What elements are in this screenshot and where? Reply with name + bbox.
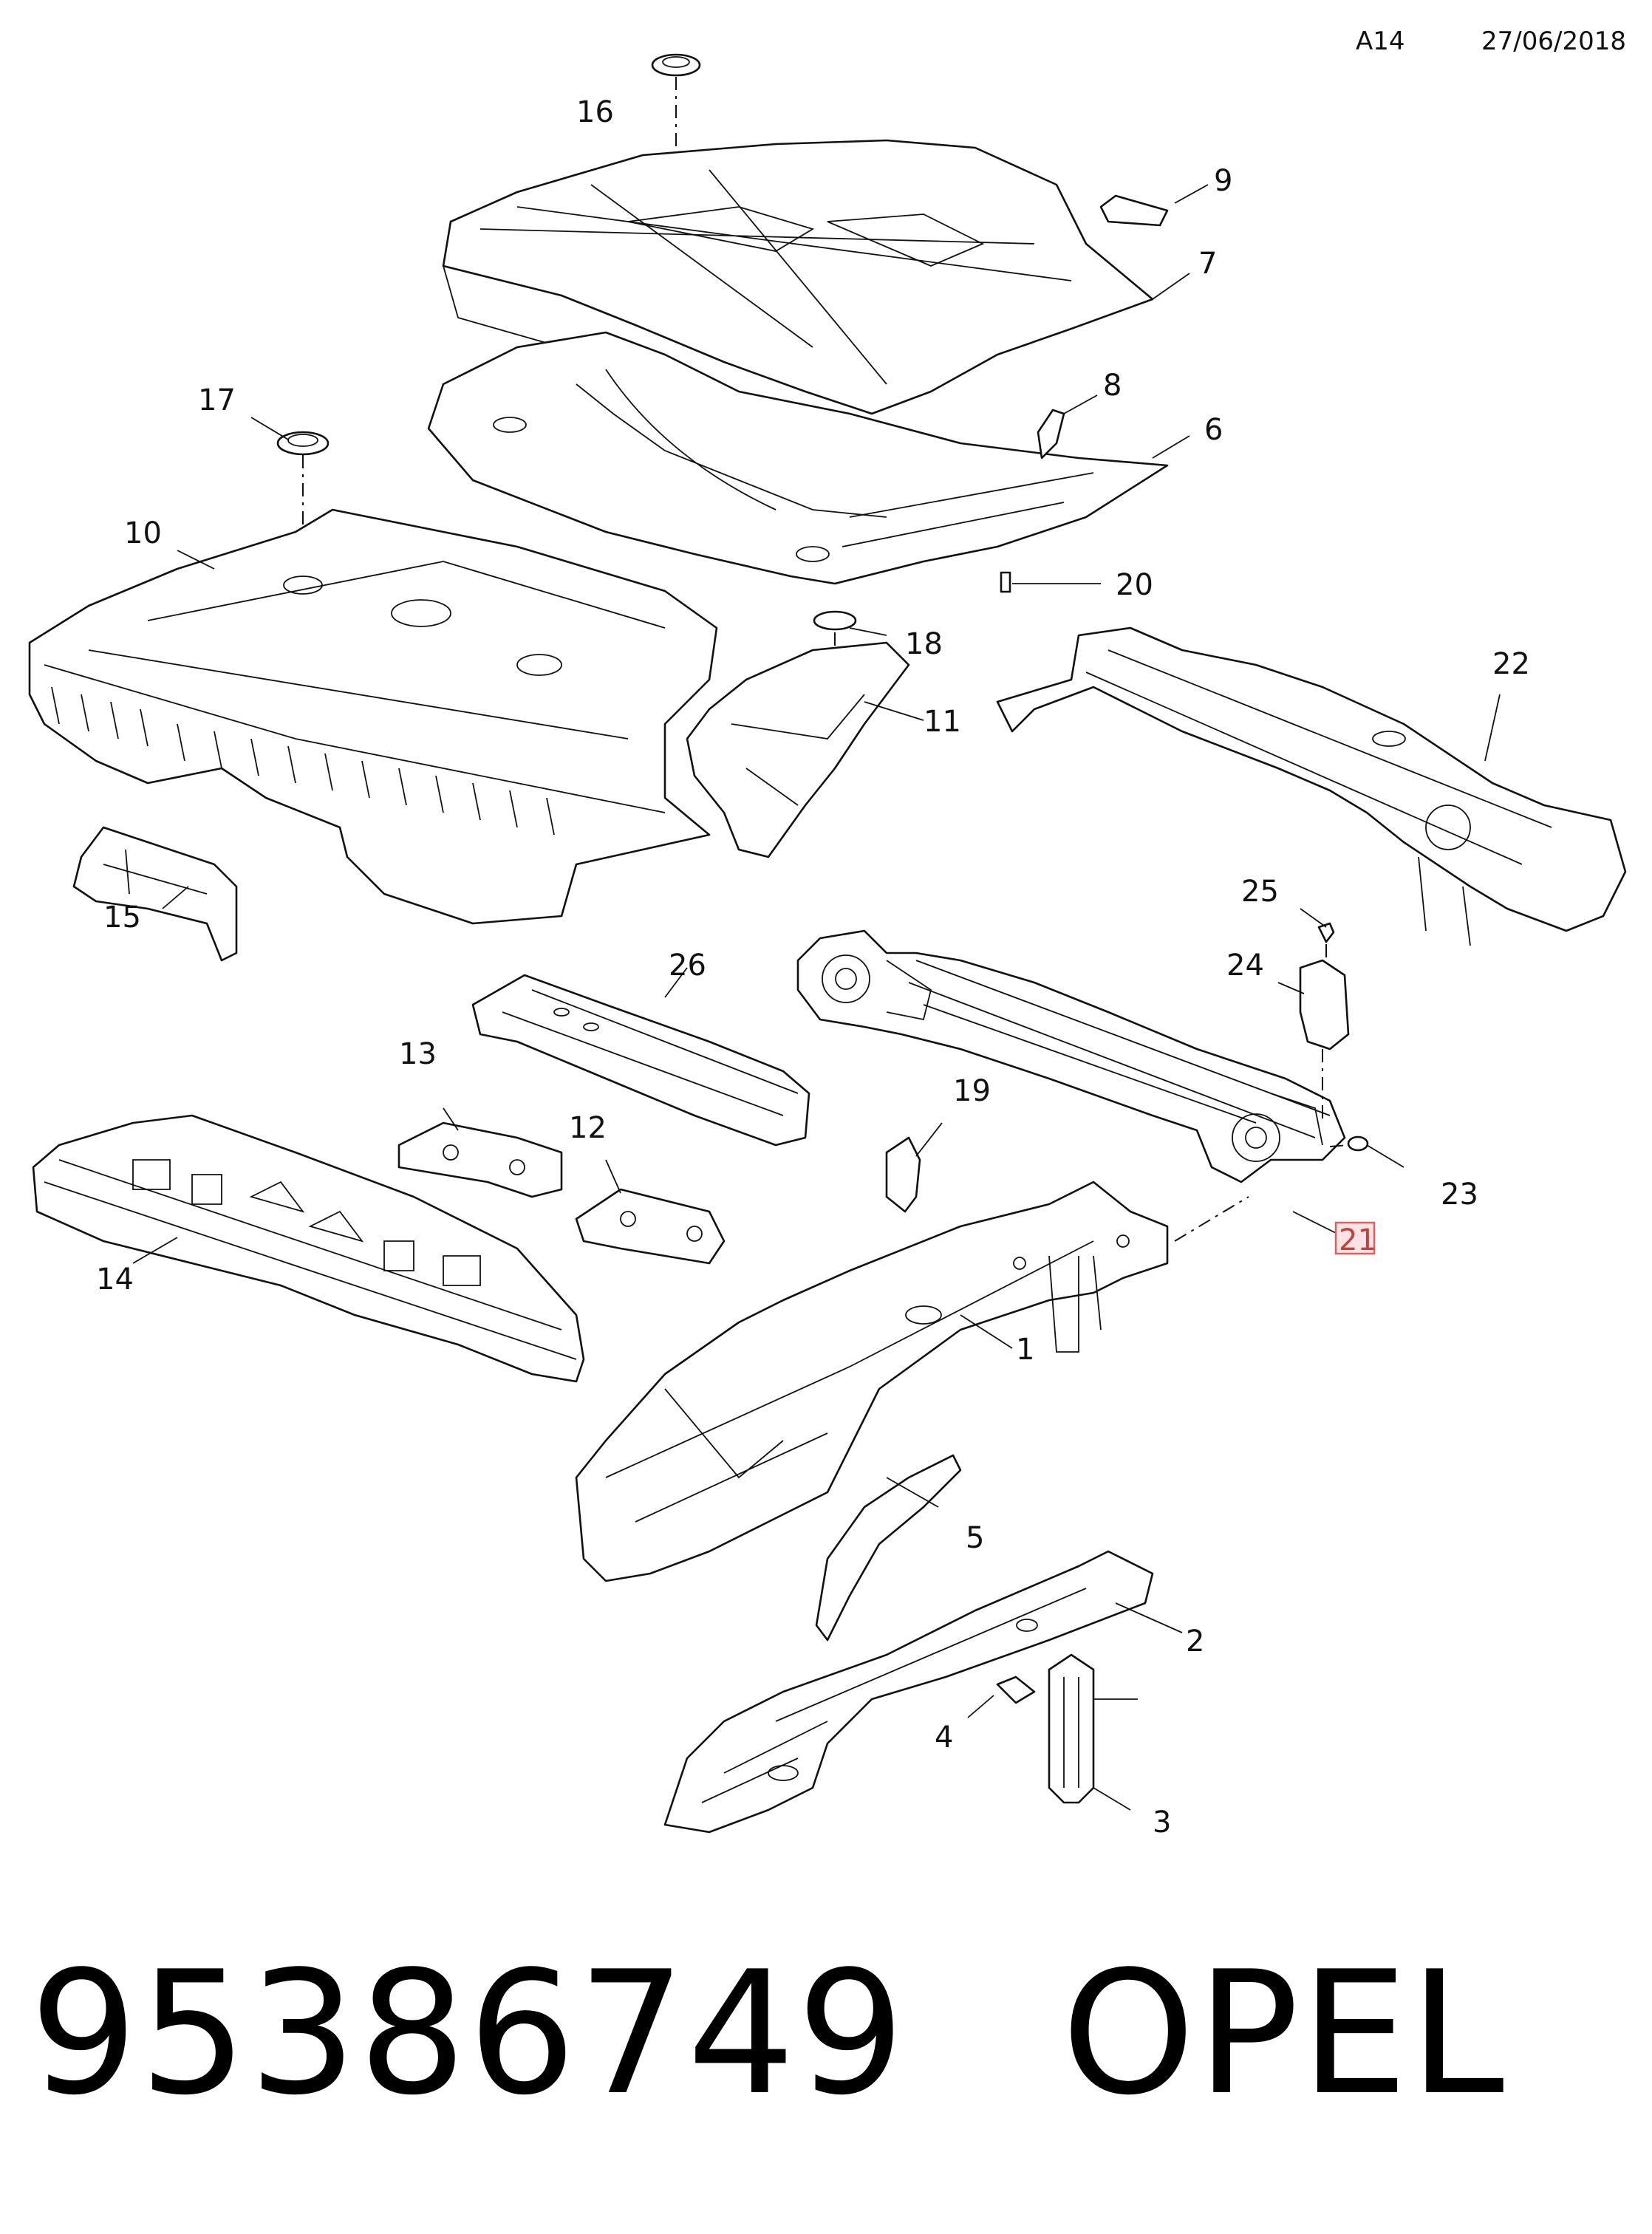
- callout-22: 22: [1492, 647, 1530, 681]
- leader-lines: [132, 184, 1501, 1811]
- part-10-rear-floor-panel: [28, 508, 718, 925]
- sheet-code: A14: [1356, 27, 1405, 56]
- callout-13: 13: [399, 1037, 437, 1071]
- callout-7: 7: [1198, 247, 1217, 281]
- callout-9: 9: [1214, 164, 1232, 198]
- callout-10: 10: [124, 516, 162, 550]
- callout-1: 1: [1016, 1333, 1034, 1367]
- callout-25: 25: [1241, 875, 1279, 909]
- part-7-rear-floor-panel: [442, 139, 1154, 444]
- diagram-date: 27/06/2018: [1481, 27, 1626, 56]
- callout-14: 14: [96, 1263, 134, 1297]
- callout-2: 2: [1186, 1625, 1204, 1659]
- callout-18: 18: [905, 627, 943, 661]
- callout-3: 3: [1153, 1806, 1171, 1840]
- part-1-rear-rail-assembly: [575, 1181, 1169, 1582]
- part-number-caption: 95386749 OPEL: [30, 1936, 1506, 2133]
- part-5-bracket: [815, 1454, 962, 1642]
- callout-26: 26: [669, 949, 706, 983]
- callout-4: 4: [935, 1721, 953, 1755]
- part-21-bumper-reinforcement: [796, 929, 1346, 1183]
- part-8-bracket: [1037, 409, 1065, 460]
- callout-21: 21: [1339, 1223, 1376, 1257]
- part-24-bracket: [1299, 959, 1350, 1123]
- callout-6: 6: [1204, 413, 1223, 447]
- part-number: 95386749: [30, 1936, 907, 2133]
- part-9-bracket: [1099, 194, 1169, 227]
- part-25-clip: [1317, 922, 1335, 960]
- part-3-bracket: [1048, 1653, 1138, 1804]
- part-19-bracket: [885, 1136, 921, 1213]
- brand-name: OPEL: [1061, 1936, 1506, 2133]
- callout-5: 5: [966, 1521, 984, 1555]
- part-2-rail-extension: [663, 1550, 1154, 1834]
- highlight-box-21: [1334, 1221, 1376, 1255]
- part-16-plug: [651, 53, 701, 148]
- leader-dash-1-21: [1174, 1196, 1249, 1242]
- callout-19: 19: [953, 1074, 991, 1108]
- part-23-nut: [1329, 1135, 1369, 1152]
- callout-11: 11: [924, 705, 961, 739]
- exploded-view-diagram: 1 2 3 4 5 6 7 8 9 10 11 12 13 14 15 16 1…: [28, 53, 1627, 1840]
- part-11-wheelhouse-panel: [686, 641, 910, 858]
- callout-16: 16: [576, 95, 614, 129]
- callout-24: 24: [1226, 949, 1264, 983]
- callout-20: 20: [1116, 568, 1153, 602]
- callout-23: 23: [1441, 1178, 1478, 1212]
- part-13-bracket: [397, 1121, 563, 1198]
- part-22-rear-beam: [996, 626, 1627, 946]
- part-14-rear-crossmember: [32, 1114, 585, 1383]
- part-12-bracket: [575, 1188, 726, 1265]
- part-17-plug: [276, 431, 330, 576]
- part-20-stud: [1000, 571, 1011, 593]
- callout-8: 8: [1103, 369, 1122, 403]
- callout-12: 12: [569, 1111, 607, 1145]
- callout-17: 17: [198, 383, 236, 417]
- part-15-bracket: [72, 826, 238, 962]
- part-4-clip: [996, 1676, 1036, 1704]
- callout-15: 15: [103, 901, 141, 935]
- part-26-crossmember: [471, 974, 810, 1147]
- part-6-rear-floor-pan: [427, 331, 1169, 585]
